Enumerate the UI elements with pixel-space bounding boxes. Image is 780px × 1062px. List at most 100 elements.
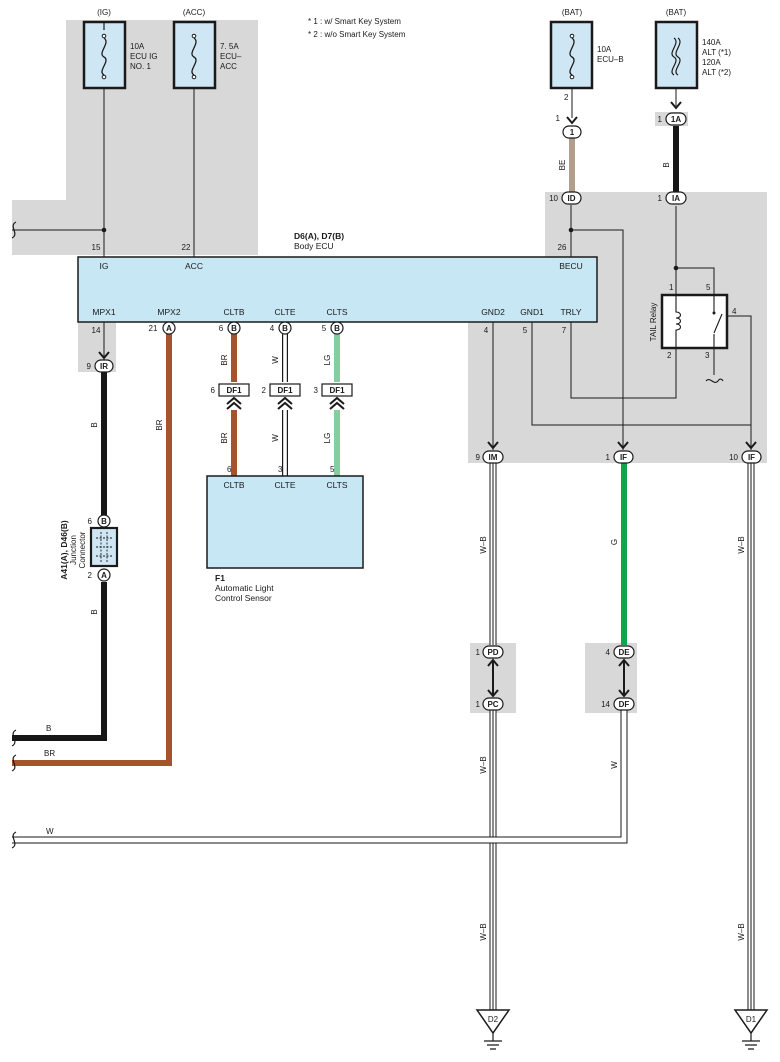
up-down-arrow-icon [487,658,499,698]
pin-if-right-label: 10 [729,453,738,462]
arrow-down-icon [487,441,499,450]
wire-label-br-left: BR [44,749,55,758]
svg-text:DF1: DF1 [226,386,242,395]
fuse-rating: 10A [130,42,145,51]
connector-a-mpx2: A [162,321,176,335]
jc-name-2: Connector [78,531,87,568]
connector-im: IM [482,450,504,464]
double-chevron-icon [329,396,345,410]
wire-label-w-bottom: W [271,434,280,442]
sensor-code: F1 [215,573,225,583]
wire-label-wb-gnd2: W–B [479,536,488,553]
connector-df1-clte: DF1 [269,383,301,410]
ir-connector-group: IR 9 B BR [87,351,164,431]
pin-mpx2: MPX2 [157,307,180,317]
ground-label: D2 [488,1015,499,1024]
pin-acc-number: 22 [182,243,191,252]
pin-1a-label: 1 [658,115,663,124]
relay-coil-icon [675,295,682,348]
pin-mpx2-number: 21 [149,324,158,333]
wire-label-wb-lower: W–B [479,923,488,940]
df1-connectors: BR W LG DF1 6 DF1 2 DF1 3 BR W LG [211,354,353,444]
pin-pc-label: 1 [476,700,481,709]
double-chevron-icon [226,396,242,410]
svg-text:B: B [334,324,340,333]
wire-label-b: B [90,422,99,427]
connector-df1-clts: DF1 [321,383,353,410]
svg-text:DF1: DF1 [329,386,345,395]
fuse-rating: 10A [597,45,612,54]
connector-if-right: IF [741,450,762,464]
wire-relay-2-trly [570,322,677,399]
wire-label-g: G [610,539,619,545]
relay-pin-3: 3 [705,351,710,360]
df1-pin-clte: 2 [262,386,267,395]
svg-text:IF: IF [620,453,627,462]
pin-gnd2-number: 4 [484,326,489,335]
relay-pin-2: 2 [667,351,672,360]
ground-d1: D1 [733,1009,769,1050]
thin-wires [12,88,752,450]
svg-text:1: 1 [570,128,575,137]
svg-text:A: A [166,324,172,333]
pin-gnd1: GND1 [520,307,544,317]
fuse-rating-2: 120A [702,58,721,67]
pin-mpx1: MPX1 [92,307,115,317]
svg-text:IF: IF [748,453,755,462]
relay-name: TAIL Relay [649,303,658,342]
svg-text:DE: DE [618,648,630,657]
fuse-source-label: (IG) [97,8,111,17]
connector-de: DE [613,645,635,659]
note-no-smart-key: * 2 : w/o Smart Key System [308,30,406,39]
connector-id: ID [561,191,582,205]
pin-trly-number: 7 [562,326,567,335]
svg-text:ID: ID [568,194,576,203]
connector-pd: PD [482,645,504,659]
connector-if-mid: IF [613,450,634,464]
ecu-box [77,256,598,323]
pin-ig: IG [100,261,109,271]
sensor-pin-clts: CLTS [326,480,347,490]
wire-label-b-alt: B [662,162,671,167]
fuse-name-2: ALT (*2) [702,68,731,77]
pin-mpx1-number: 14 [92,326,101,335]
fuse-alt: (BAT) 140A ALT (*1) 120A ALT (*2) [654,8,731,90]
pin-pd-label: 1 [476,648,481,657]
svg-text:PD: PD [487,648,498,657]
double-chevron-icon [277,396,293,410]
sensor-name-2: Control Sensor [215,593,272,603]
ground-d2: D2 [475,1009,511,1050]
svg-text:B: B [231,324,237,333]
jc-pin-top: 6 [88,517,93,526]
wire-gnd1 [531,322,751,426]
fuse-source-label: (BAT) [562,8,583,17]
connector-df: DF [613,697,635,711]
wire-b-jc [12,582,107,741]
relay-pin-5: 5 [706,283,711,292]
relay-pin-4: 4 [732,307,737,316]
fuse-icon [101,37,107,76]
pin-ia-label: 1 [658,194,663,203]
pin-clte-number: 4 [270,324,275,333]
junction-connector: B 6 A 2 A41(A), D46(B) Junction Connecto… [44,514,119,836]
pin-gnd2: GND2 [481,307,505,317]
sensor-pin-clts-number: 5 [330,465,335,474]
wire-relay-5 [676,267,715,295]
pin-1-label: 1 [556,114,561,123]
arrow-down-icon [617,441,629,450]
svg-text:B: B [282,324,288,333]
connector-ir: IR [94,359,114,373]
pin-im-label: 9 [476,453,481,462]
wire-w-df [12,710,628,844]
pin-id-label: 10 [549,194,558,203]
bat-connectors: 2 1 1 BE ID 10 1A 1 B IA 1 [549,88,687,205]
fuse-icon [569,37,575,76]
ecu-code: D6(A), D7(B) [294,231,344,241]
fuse-icon [191,37,197,76]
jc-pin-bottom: 2 [88,571,93,580]
wire-label-br-bottom: BR [220,432,229,443]
wire-br-mpx2 [12,334,172,766]
connector-1: 1 [562,125,582,139]
up-down-arrow-icon [618,658,630,698]
pin-de-label: 4 [606,648,611,657]
